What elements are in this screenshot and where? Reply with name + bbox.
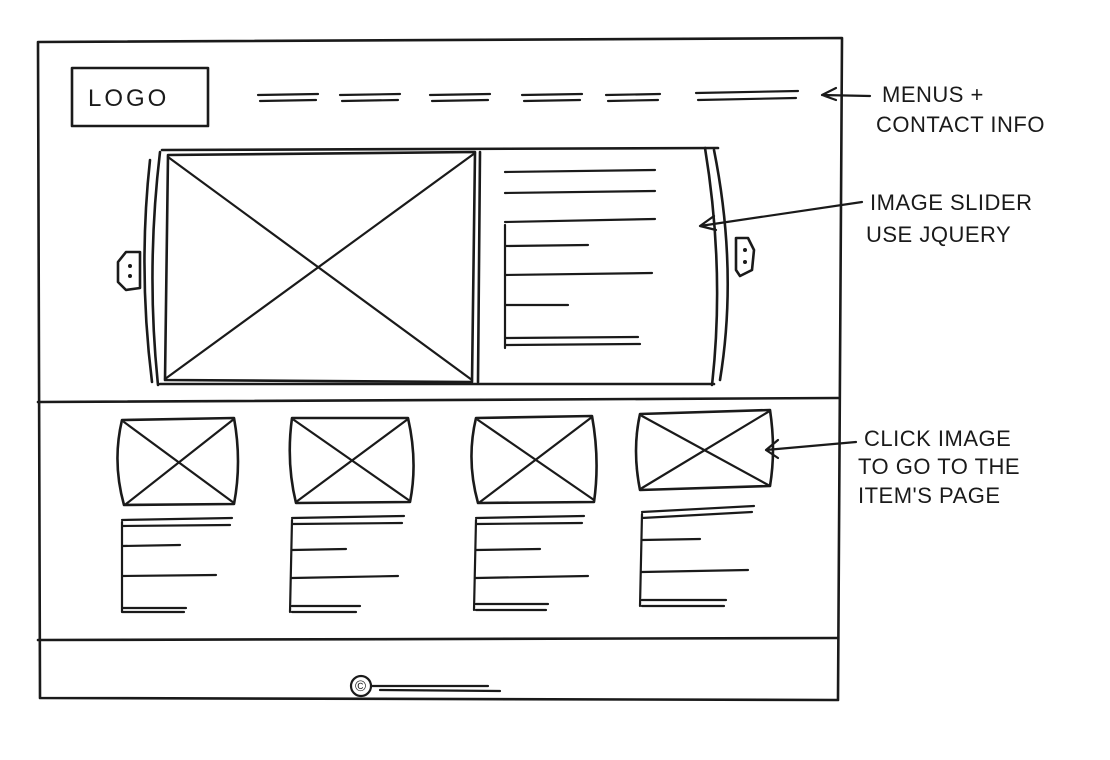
svg-text:MENUS +: MENUS + xyxy=(882,82,984,107)
annotation-slider: IMAGE SLIDER USE JQUERY xyxy=(866,190,1032,247)
item-text-lines xyxy=(120,516,234,614)
svg-text:ITEM'S PAGE: ITEM'S PAGE xyxy=(858,483,1001,508)
menu-item[interactable] xyxy=(256,92,320,103)
item-card[interactable] xyxy=(634,408,775,608)
footer-divider xyxy=(36,636,840,642)
item-text-lines xyxy=(472,514,590,612)
slider-edge-left xyxy=(143,158,154,384)
footer-copyright: © xyxy=(355,678,366,695)
annotation-arrow-slider xyxy=(698,200,864,232)
slider-edge-right xyxy=(703,146,719,387)
menu-item[interactable] xyxy=(520,92,584,103)
logo-box[interactable] xyxy=(70,66,210,128)
page-frame xyxy=(36,36,844,702)
annotation-arrow-thumbnails xyxy=(764,438,858,460)
slide-divider xyxy=(476,150,482,384)
header: LOGO xyxy=(70,66,800,128)
item-text-lines xyxy=(288,514,406,614)
svg-text:TO GO TO THE: TO GO TO THE xyxy=(858,454,1020,479)
item-card[interactable] xyxy=(116,416,240,614)
footer-text-line xyxy=(370,684,502,693)
item-text-lines xyxy=(638,504,756,608)
item-card[interactable] xyxy=(288,416,415,614)
menu-bar xyxy=(256,89,800,103)
item-thumbnail[interactable] xyxy=(470,414,598,505)
annotation-arrow-menus xyxy=(820,86,872,102)
menu-item[interactable] xyxy=(428,92,492,103)
logo-label: LOGO xyxy=(88,85,169,112)
svg-text:CLICK IMAGE: CLICK IMAGE xyxy=(864,426,1011,451)
annotation-menus: MENUS + CONTACT INFO xyxy=(876,82,1045,137)
item-card[interactable] xyxy=(470,414,598,612)
annotation-thumbnails: CLICK IMAGE TO GO TO THE ITEM'S PAGE xyxy=(858,426,1020,508)
slider-next-arrow[interactable] xyxy=(734,236,756,278)
image-slider xyxy=(116,146,756,387)
svg-text:USE JQUERY: USE JQUERY xyxy=(866,222,1011,247)
menu-item[interactable] xyxy=(604,92,662,103)
menu-item-contact[interactable] xyxy=(694,89,800,102)
svg-text:CONTACT INFO: CONTACT INFO xyxy=(876,112,1045,137)
footer: © xyxy=(349,674,502,698)
item-grid xyxy=(116,408,775,614)
slide-text-lines xyxy=(503,168,657,350)
menu-item[interactable] xyxy=(338,92,402,103)
slide-image-placeholder[interactable] xyxy=(163,150,477,384)
section-divider xyxy=(36,396,840,404)
slider-prev-arrow[interactable] xyxy=(116,250,142,292)
svg-text:IMAGE SLIDER: IMAGE SLIDER xyxy=(870,190,1032,215)
